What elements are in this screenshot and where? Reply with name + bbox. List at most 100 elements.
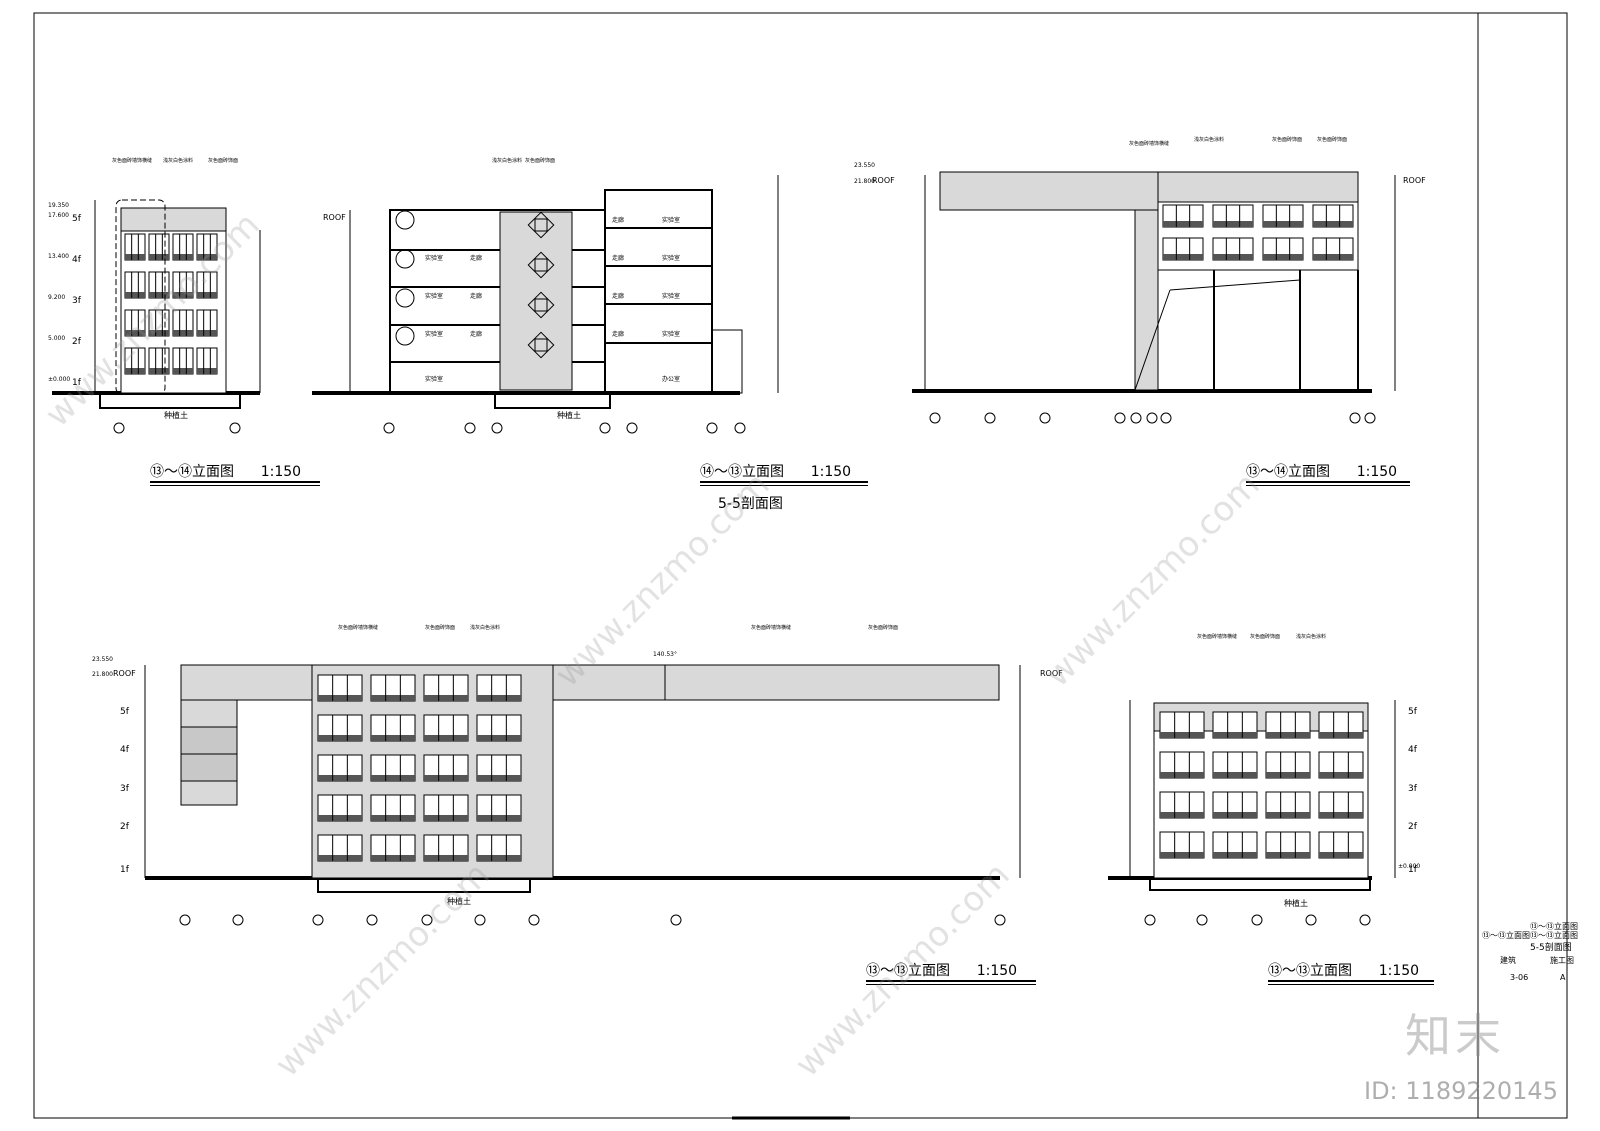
label-corridor-2: 走廊 <box>470 292 482 300</box>
caption-elev1-scale: 1:150 <box>260 464 302 480</box>
axis-bubble <box>984 412 996 424</box>
axis-bubble <box>1196 914 1208 926</box>
label-material-2: 浅灰白色涂料 <box>163 157 193 164</box>
axis-bubble <box>1144 914 1156 926</box>
elev-4: 17.600 <box>48 212 69 219</box>
label-material-5: 灰色面砖饰面 <box>525 157 555 164</box>
level-roof-3r: ROOF <box>1403 176 1426 185</box>
label-soil-2: 种植土 <box>557 410 581 420</box>
level-4f: 4f <box>72 255 82 265</box>
level-1f: 1f <box>72 378 82 388</box>
level-roof-4r: ROOF <box>1040 669 1063 678</box>
level-3f: 3f <box>72 296 82 306</box>
axis-bubble <box>994 914 1006 926</box>
label-corridor-3: 走廊 <box>470 330 482 338</box>
axis-bubble <box>734 422 746 434</box>
axis-bubble <box>626 422 638 434</box>
elev-2: 9.200 <box>48 294 65 301</box>
level-5f-r: 5f <box>1408 707 1418 717</box>
tb-rev: A <box>1560 973 1566 982</box>
axis-bubble <box>1160 412 1172 424</box>
elev-3: 13.400 <box>48 253 69 260</box>
label-lab-8: 实验室 <box>662 330 680 338</box>
elev-0: ±0.000 <box>48 376 70 383</box>
axis-bubble <box>1364 412 1376 424</box>
axis-bubble <box>383 422 395 434</box>
tb-line3: ⑬～⑬立面图 <box>1530 931 1578 940</box>
label-material-3: 灰色面砖饰面 <box>208 157 238 164</box>
level-4f-r: 4f <box>1408 745 1418 755</box>
axis-bubble <box>599 422 611 434</box>
level-5f-b: 5f <box>120 707 130 717</box>
label-angle: 140.53° <box>653 651 677 658</box>
label-corridor-7: 走廊 <box>612 330 624 338</box>
axis-bubble <box>421 914 433 926</box>
level-5f: 5f <box>72 214 82 224</box>
watermark-logo: 知末 <box>1405 1009 1505 1063</box>
elev-5: 19.350 <box>48 202 69 209</box>
label-material-17: 浅灰白色涂料 <box>1296 633 1326 640</box>
level-3f-b: 3f <box>120 784 130 794</box>
label-lab-1: 实验室 <box>425 254 443 262</box>
label-material-16: 灰色面砖饰面 <box>1250 633 1280 640</box>
axis-bubble <box>312 914 324 926</box>
axis-bubble <box>670 914 682 926</box>
label-material-12: 浅灰白色涂料 <box>470 624 500 631</box>
elev-7: 23.550 <box>854 162 875 169</box>
axis-bubble <box>491 422 503 434</box>
tb-line1: ⑬～⑬立面图 <box>1482 931 1530 940</box>
elev-6: 21.800 <box>854 178 875 185</box>
axis-bubble <box>1039 412 1051 424</box>
tb-line2: ⑬～⑬立面图 <box>1530 922 1578 931</box>
level-roof: ROOF <box>323 213 346 222</box>
axis-bubble <box>1305 914 1317 926</box>
axis-bubble <box>1349 412 1361 424</box>
label-lab-5: 实验室 <box>662 216 680 224</box>
axis-bubble <box>1130 412 1142 424</box>
axis-bubble <box>528 914 540 926</box>
level-roof-3: ROOF <box>872 176 895 185</box>
level-4f-b: 4f <box>120 745 130 755</box>
label-material-4: 浅灰白色涂料 <box>492 157 522 164</box>
axis-bubble <box>229 422 241 434</box>
label-soil-4: 种植土 <box>1284 898 1308 908</box>
caption-elev2-scale: 1:150 <box>810 464 852 480</box>
label-material-11: 灰色面砖饰面 <box>425 624 455 631</box>
section-5-5 <box>312 175 779 409</box>
tb-number: 3-06 <box>1510 973 1529 982</box>
elevation-3 <box>912 171 1396 393</box>
level-3f-r: 3f <box>1408 784 1418 794</box>
level-2f-r: 2f <box>1408 822 1418 832</box>
level-2f-b: 2f <box>120 822 130 832</box>
axis-bubble <box>232 914 244 926</box>
label-lab-6: 实验室 <box>662 254 680 262</box>
elev-6b: 21.800 <box>92 671 113 678</box>
label-corridor-6: 走廊 <box>612 292 624 300</box>
axis-bubble <box>1146 412 1158 424</box>
label-material-6: 灰色面砖墙饰横缝 <box>1129 140 1169 147</box>
elevation-1 <box>52 199 261 409</box>
label-office: 办公室 <box>662 375 680 383</box>
axis-bubble <box>113 422 125 434</box>
axis-bubble <box>464 422 476 434</box>
caption-section: 5-5剖面图 <box>718 496 783 512</box>
label-material-15: 灰色面砖墙饰横缝 <box>1197 633 1237 640</box>
label-lab-2: 实验室 <box>425 292 443 300</box>
level-1f-r: 1f <box>1408 865 1418 875</box>
label-material-1: 灰色面砖墙饰横缝 <box>112 157 152 164</box>
label-material-8: 灰色面砖饰面 <box>1272 136 1302 143</box>
elev-0-r: ±0.000 <box>1398 863 1420 870</box>
tb-discipline: 建筑 <box>1500 956 1516 965</box>
elevation-5 <box>1108 700 1396 891</box>
label-material-7: 浅灰白色涂料 <box>1194 136 1224 143</box>
axis-bubble <box>474 914 486 926</box>
label-material-9: 灰色面砖饰面 <box>1317 136 1347 143</box>
caption-elev5: ⑬～⑬立面图 1:150 <box>1268 963 1420 979</box>
axis-bubble <box>706 422 718 434</box>
label-corridor-1: 走廊 <box>470 254 482 262</box>
level-1f-b: 1f <box>120 865 130 875</box>
label-material-13: 灰色面砖墙饰横缝 <box>751 624 791 631</box>
axis-bubble <box>929 412 941 424</box>
label-soil-3: 种植土 <box>447 896 471 906</box>
